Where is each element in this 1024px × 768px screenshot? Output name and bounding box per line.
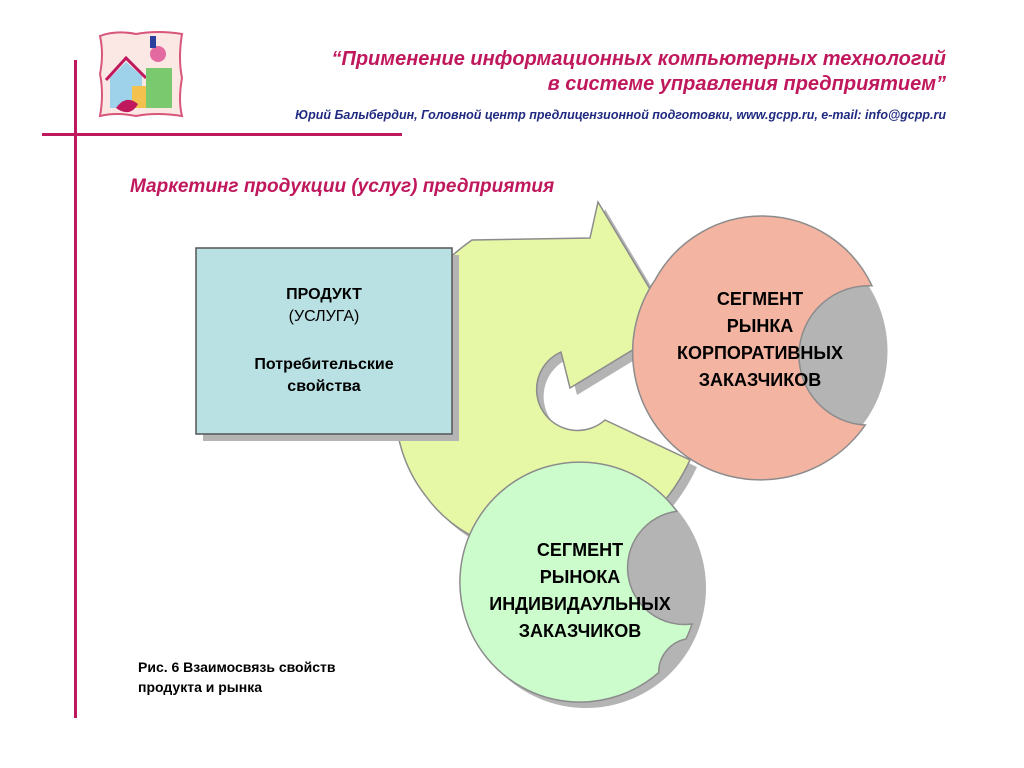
author-line: Юрий Балыбердин, Головной центр предлице… [295,108,946,122]
figure-caption: Рис. 6 Взаимосвязь свойств продукта и ры… [138,657,418,697]
segment-corporate-line: КОРПОРАТИВНЫХ [676,343,844,363]
product-box-shape [195,247,453,435]
title-line-2: в системе управления предприятием” [547,73,946,95]
caption-line-2: продукта и рынка [138,679,263,695]
segment-corporate-shape [631,215,874,481]
properties-label: свойства [287,378,361,395]
caption-line-1: Рис. 6 Взаимосвязь свойств [138,659,336,675]
segment-individual-line: СЕГМЕНТ [536,540,624,560]
product-label: ПРОДУКТ [286,286,362,303]
product-box: ПРОДУКТ (УСЛУГА) Потребительские свойств… [196,248,452,434]
service-label: (УСЛУГА) [288,308,360,325]
consumer-properties-label: Потребительские [254,356,394,373]
segment-individual-line: РЫНОКА [539,567,621,587]
logo-image [98,31,184,118]
segment-individual-text: СЕГМЕНТ РЫНОКА ИНДИВИДАУЛЬНЫХ ЗАКАЗЧИКОВ [455,537,705,645]
segment-corporate-line: ЗАКАЗЧИКОВ [698,370,822,390]
presentation-title: “Применение информационных компьютерных … [186,47,946,97]
horizontal-accent-line [42,133,402,136]
segment-corporate-line: РЫНКА [726,316,794,336]
vertical-accent-line [74,60,77,718]
title-line-1: “Применение информационных компьютерных … [331,48,946,70]
segment-corporate-text: СЕГМЕНТ РЫНКА КОРПОРАТИВНЫХ ЗАКАЗЧИКОВ [640,286,880,394]
segment-individual-line: ИНДИВИДАУЛЬНЫХ [489,594,671,614]
segment-corporate-line: СЕГМЕНТ [716,289,804,309]
section-title: Маркетинг продукции (услуг) предприятия [130,176,555,197]
segment-individual-line: ЗАКАЗЧИКОВ [518,621,642,641]
segment-individual-shape [459,461,694,703]
